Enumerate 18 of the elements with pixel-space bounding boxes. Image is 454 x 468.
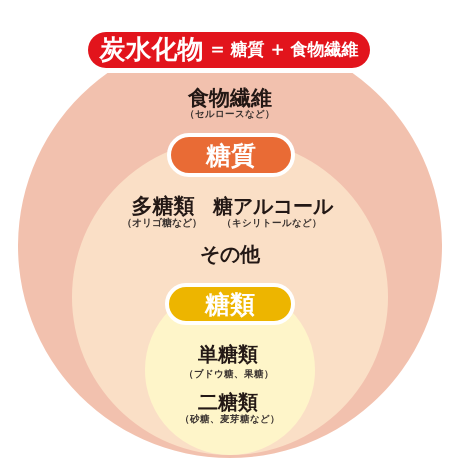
item-label: 二糖類 <box>198 392 258 412</box>
example-note: （オリゴ糖など） <box>122 219 202 229</box>
item-label: 糖アルコール <box>213 196 333 216</box>
category-pill: 糖類 <box>165 283 295 325</box>
item-label: 単糖類 <box>198 344 258 364</box>
banner-heading: 炭水化物 <box>99 37 204 63</box>
category-circle <box>72 133 388 455</box>
item-label: 食物繊維 <box>188 88 272 109</box>
item-label: その他 <box>200 244 260 264</box>
example-note: （キシリトールなど） <box>222 219 322 228</box>
item-label: 多糖類 <box>132 196 194 217</box>
category-circle <box>145 283 315 455</box>
example-note: （砂糖、麦芽糖など） <box>180 415 280 424</box>
category-pill: 糖質 <box>167 133 295 177</box>
example-note: （ブドウ糖、果糖） <box>184 370 274 380</box>
banner-formula: = 糖質 + 食物繊維 <box>210 42 359 58</box>
example-note: （セルロースなど） <box>185 110 275 120</box>
title-banner <box>88 32 370 68</box>
